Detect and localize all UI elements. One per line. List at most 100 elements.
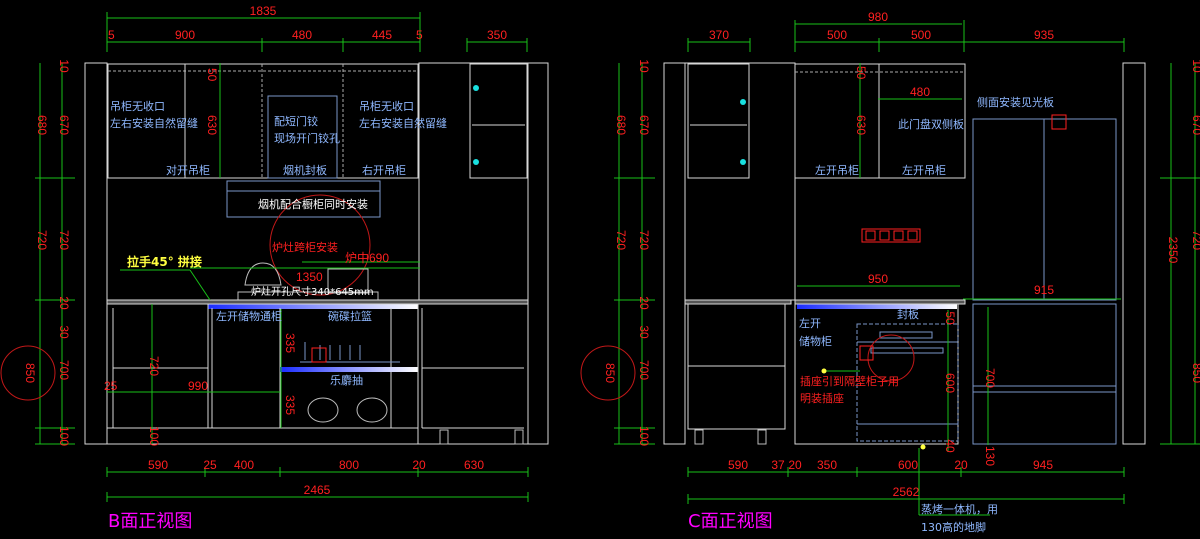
- dim-text: 900: [175, 28, 195, 42]
- drawer-handle: [280, 367, 418, 372]
- dim-text: 590: [148, 458, 168, 472]
- leveling-foot-icon: [694, 429, 704, 445]
- dim-text: 25: [203, 458, 217, 472]
- dim-text: 850: [23, 363, 37, 383]
- dimension-lines: [35, 12, 529, 502]
- upper-left-name: 对开吊柜: [166, 163, 210, 177]
- dim-text: 10: [57, 59, 71, 73]
- dim-text: 20: [637, 296, 651, 310]
- dim-text: 50: [943, 311, 957, 325]
- dim-text: 10: [637, 59, 651, 73]
- dim-text: 600: [898, 458, 918, 472]
- dim-text: 400: [234, 458, 254, 472]
- dim-text: 100: [637, 426, 651, 446]
- side-panel-note: 侧面安装见光板: [977, 95, 1054, 109]
- dim-total-top: 1835: [250, 4, 277, 18]
- dim-text: 720: [637, 230, 651, 250]
- upper-mid-name: 烟机封板: [283, 163, 327, 177]
- dim-text: 445: [372, 28, 392, 42]
- view-title: B面正视图: [108, 511, 192, 532]
- socket-icon: [859, 345, 874, 361]
- dim-text: 25: [104, 379, 118, 393]
- kettle-icon: [244, 262, 282, 286]
- dim-text: 10: [1190, 59, 1200, 73]
- dim-text: 600: [943, 373, 957, 393]
- socket-icon: [865, 230, 876, 241]
- hinge-icon: [473, 159, 479, 165]
- dim-text: 915: [1034, 283, 1054, 297]
- dim-text: 680: [614, 115, 628, 135]
- wall-left: [84, 62, 108, 445]
- side-upper-cabinet: [687, 63, 750, 179]
- dim-text: 335: [283, 395, 297, 415]
- dim-text: 350: [817, 458, 837, 472]
- fridge-lower: [972, 303, 1117, 445]
- dim-text: 30: [637, 325, 651, 339]
- dim-text: 350: [487, 28, 507, 42]
- dim-text: 850: [1190, 363, 1200, 383]
- upper-right-note: 吊柜无收口: [359, 99, 414, 113]
- dim-text: 30: [57, 325, 71, 339]
- dim-text: 50: [205, 68, 219, 82]
- dim-text: 850: [603, 363, 617, 383]
- side-upper-cabinet: [469, 63, 528, 179]
- dim-text: 720: [147, 356, 161, 376]
- height-callout-circle: [0, 345, 56, 401]
- oven-note: 130高的地脚: [921, 520, 986, 534]
- dim-text: 670: [1190, 115, 1200, 135]
- dim-text: 720: [35, 230, 49, 250]
- drawer-pot-name: 乐麝抽: [330, 373, 363, 387]
- countertop: [684, 299, 792, 305]
- stove-dim: 1350: [296, 270, 323, 284]
- dim-text: 630: [205, 115, 219, 135]
- dim-text: 5: [108, 28, 115, 42]
- handle-note: 拉手45° 拼接: [127, 254, 202, 269]
- pot-icon: [307, 397, 339, 423]
- drawer-basket-name: 碗碟拉篮: [328, 309, 372, 323]
- dim-text: 20: [788, 458, 802, 472]
- dim-text: 40: [943, 439, 957, 453]
- dim-text: 720: [614, 230, 628, 250]
- height-callout-circle: [580, 345, 636, 401]
- handle-strip: [797, 304, 957, 309]
- dish-rack-icon: [300, 342, 400, 363]
- upper-right-name: 左开吊柜: [902, 164, 946, 177]
- pot-icon: [327, 268, 369, 294]
- dim-text: 20: [954, 458, 968, 472]
- upper-right-note: 左右安装自然留缝: [359, 116, 447, 130]
- countertop: [794, 299, 966, 305]
- base-left-name: 左开: [799, 317, 821, 330]
- base-left-name: 左开储物通柜: [216, 309, 282, 323]
- socket-note: 明装插座: [800, 391, 844, 405]
- dim-text: 20: [57, 296, 71, 310]
- upper-right-name: 右开吊柜: [362, 163, 406, 177]
- dim-text: 630: [854, 115, 868, 135]
- upper-cabinets: [794, 63, 966, 179]
- dimension-lines: [614, 20, 1200, 516]
- stove-note: 炉灶跨柜安装: [272, 240, 338, 254]
- handle-strip: [208, 304, 418, 309]
- dim-text: 480: [910, 85, 930, 99]
- dim-text: 100: [57, 426, 71, 446]
- dim-text: 670: [57, 115, 71, 135]
- upper-left-note: 左右安装自然留缝: [110, 116, 198, 130]
- hood-note: 烟机配合橱柜同时安装: [258, 197, 368, 211]
- hinge-icon: [740, 159, 746, 165]
- dim-text: 630: [464, 458, 484, 472]
- dim-total-bottom: 2562: [893, 485, 920, 499]
- socket-icon: [311, 347, 327, 363]
- base-cabinets: [106, 303, 529, 445]
- socket-icon: [879, 230, 890, 241]
- dim-text: 20: [412, 458, 426, 472]
- dim-text: 935: [1034, 28, 1054, 42]
- dim-total-bottom: 2465: [304, 483, 331, 497]
- dim-text: 335: [283, 333, 297, 353]
- stove-hole-note: 炉灶开孔尺寸340*645mm: [251, 285, 374, 298]
- socket-group: [861, 228, 921, 243]
- upper-left-note: 吊柜无收口: [110, 99, 165, 113]
- wall-left: [663, 62, 686, 445]
- door-note: 此门盘双侧板: [898, 117, 964, 131]
- dim-text: 980: [868, 10, 888, 24]
- dim-text: 700: [57, 360, 71, 380]
